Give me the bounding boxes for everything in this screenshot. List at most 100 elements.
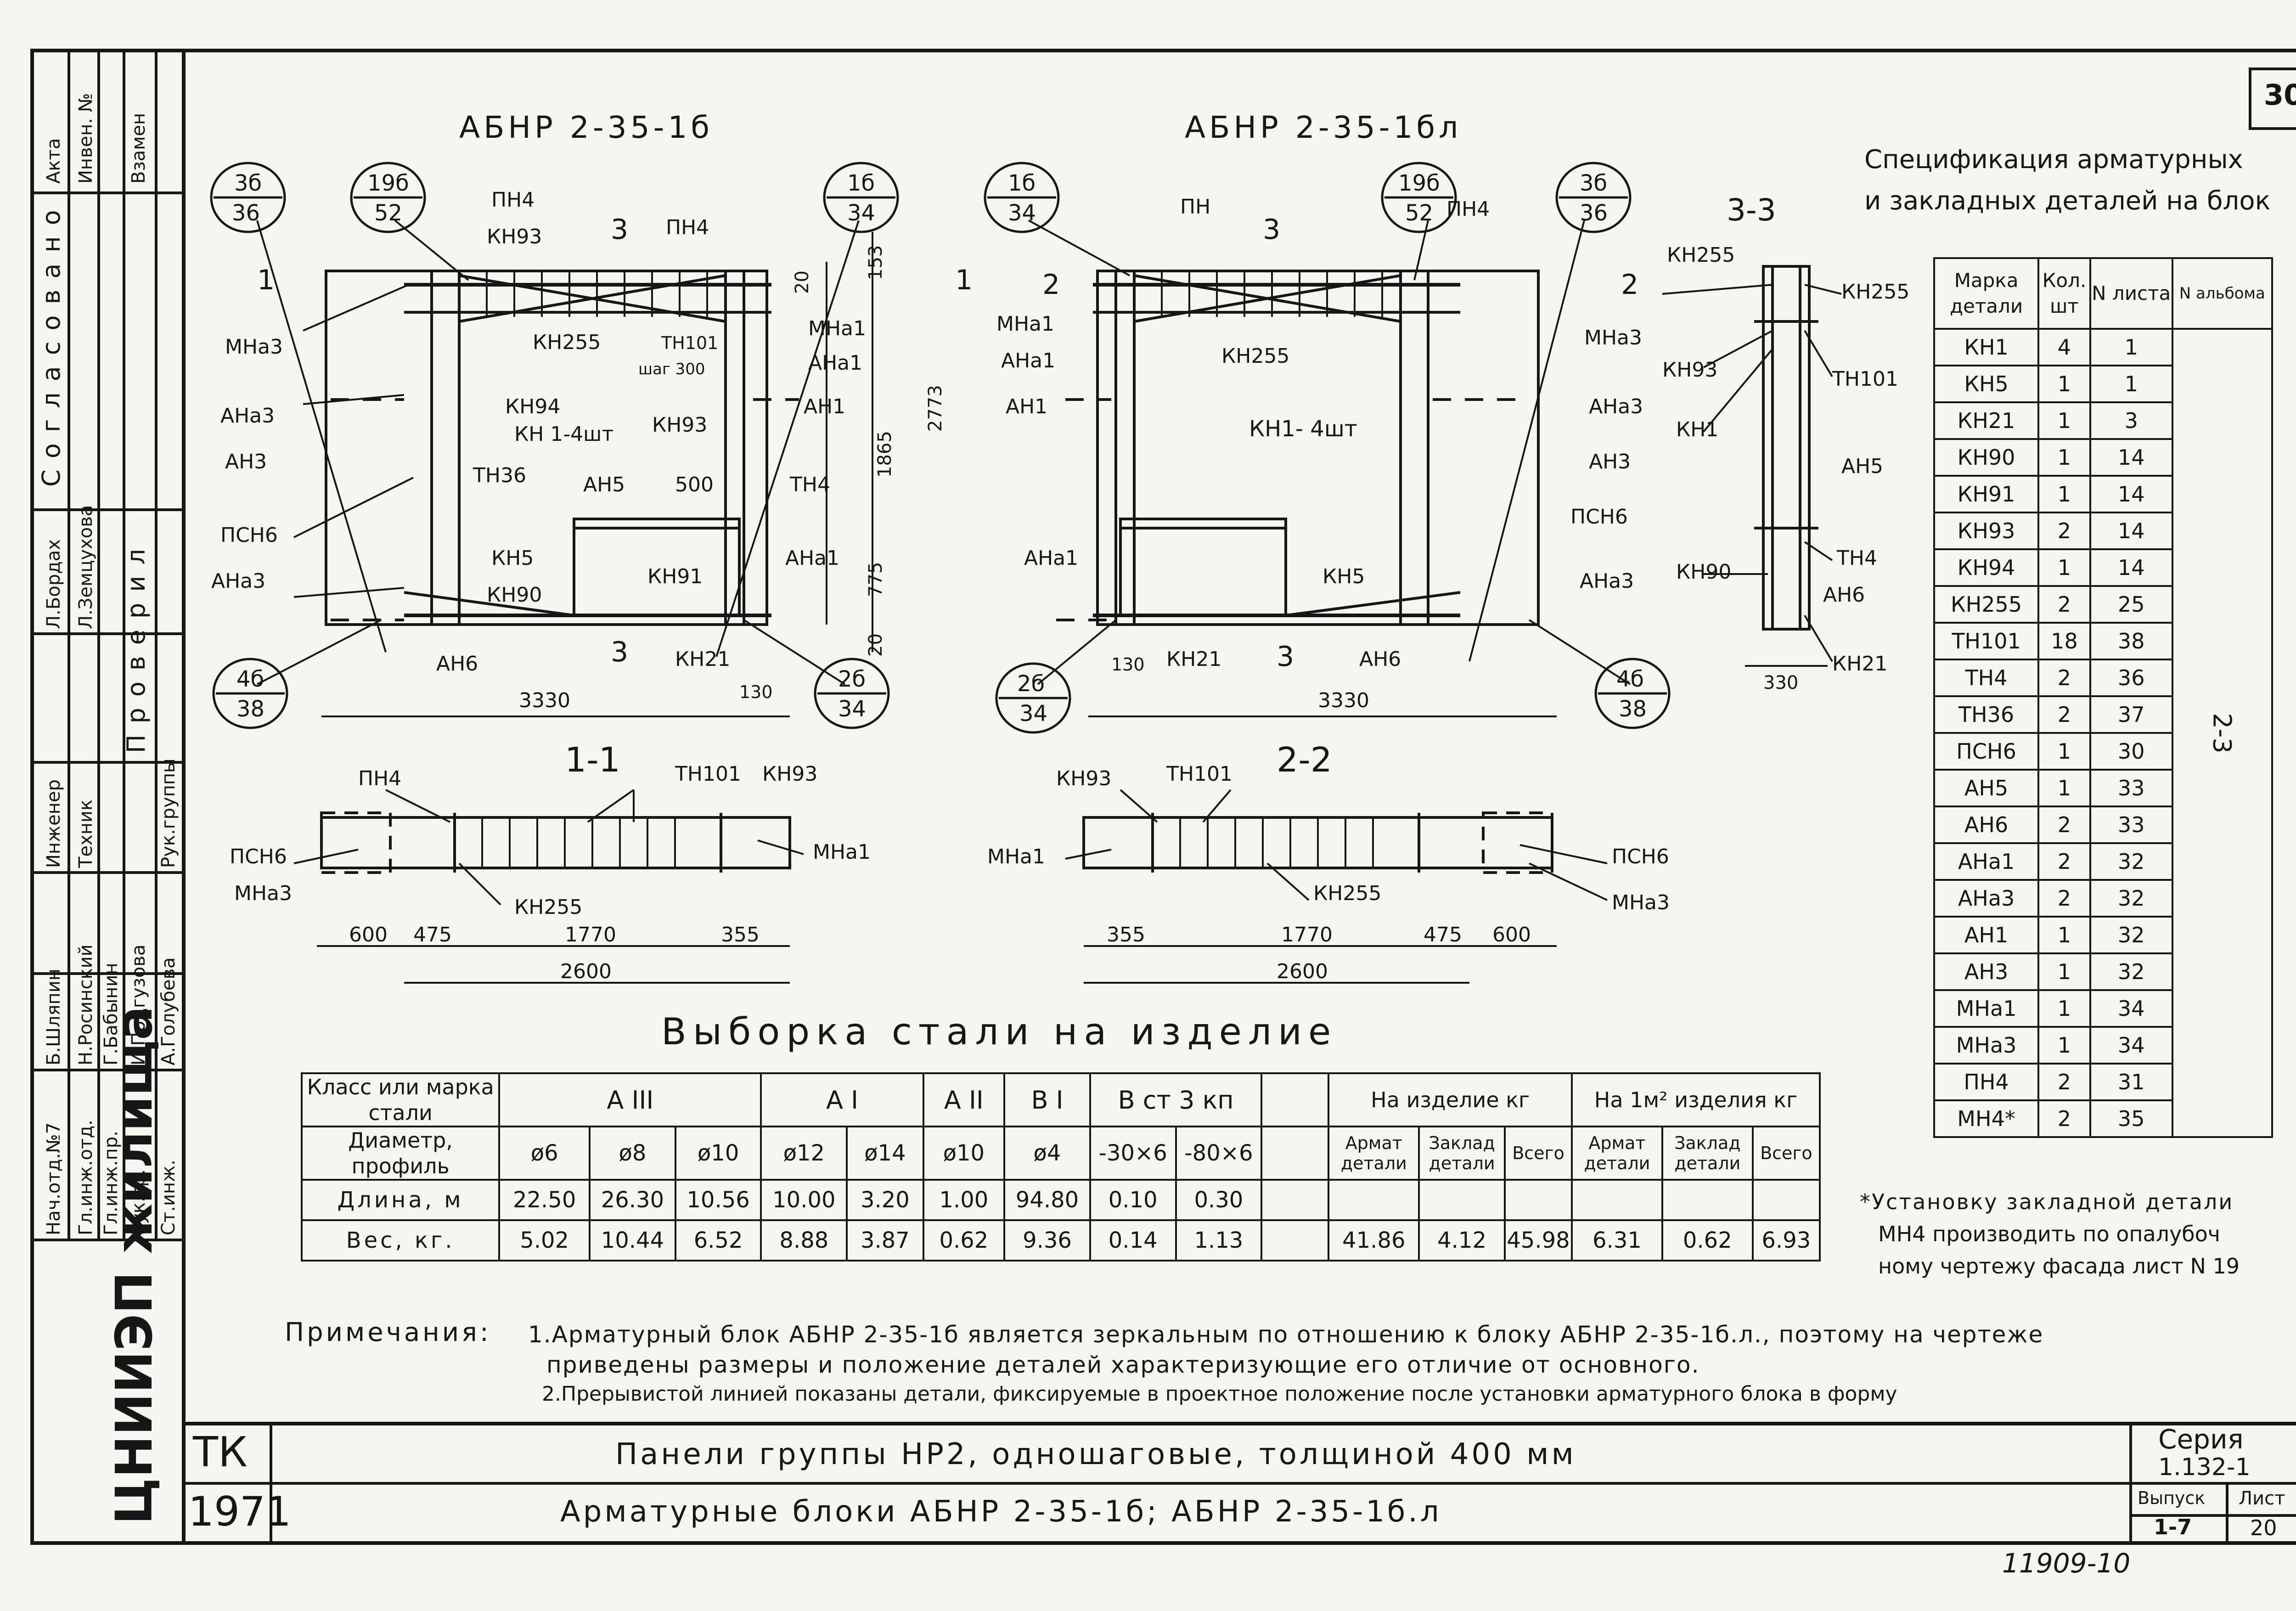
sec2-label-kn93: КН93 [1056,767,1111,790]
left-callout-1b: 1б [847,170,875,196]
right-label-pn: ПН [1180,195,1210,219]
steel-group-a1: А I [760,1072,924,1127]
right-label-130: 130 [1111,654,1145,675]
left-label-tn101: ТН101 [661,333,718,353]
left-section-mark-1: 1 [257,264,275,296]
left-section-mark-3: 3 [611,214,628,246]
table-row: Вес, кг. 5.02 10.44 6.52 8.88 3.87 0.62 … [300,1219,1821,1262]
left-dim-20: 20 [792,270,813,294]
stamp-role-5: Ст.инж. [158,1160,179,1235]
issue-value: 1-7 [2154,1515,2192,1539]
steel-class-label: Класс или марка стали [300,1072,501,1127]
left-dim-1865: 1865 [874,431,895,478]
title-year: 1971 [188,1488,291,1535]
left-callout-4b: 4б [236,666,264,692]
left-label-an1: АН1 [804,395,845,418]
right-label-mna3: МНа3 [1584,326,1642,349]
sec1-label-kn255: КН255 [514,896,582,919]
left-dim-20b: 20 [865,633,886,657]
sec1-label-tn101: ТН101 [675,762,741,786]
series-value: 1.132-1 [2158,1453,2251,1481]
stamp-vzamen: Взамен [128,113,149,184]
left-label-tn36: ТН36 [473,464,526,487]
spec-footnote-1: *Установку закладной детали [1860,1189,2234,1214]
sec2-label-tn101: ТН101 [1166,762,1232,786]
left-label-3330: 3330 [519,689,570,712]
left-dim-2773: 2773 [925,385,946,432]
left-dim-153: 153 [865,245,886,280]
right-label-kn5: КН5 [1322,565,1365,588]
spec-album-cell: 2-3 [2171,328,2273,1138]
stamp-role-1: Нач.отд.№7 [43,1122,64,1235]
stamp-group-head: Рук.группы [158,758,179,868]
sec1-dim-2600: 2600 [560,960,612,983]
right-callout-34: 34 [1008,200,1036,226]
sec2-dim-355: 355 [1107,923,1145,946]
spec-header-qty: Кол. шт [2037,257,2091,330]
left-label-kn90: КН90 [487,583,542,607]
left-label-kn93b: КН93 [652,413,707,437]
stamp-rosinsky: Н.Росинский [75,944,96,1065]
sec3-label-kn1: КН1 [1676,418,1718,441]
sec2-label-mna3: МНа3 [1612,891,1670,914]
steel-length-label: Длина, м [300,1179,501,1221]
doc-code: 11909-10 [2002,1548,2131,1579]
note-1a: 1.Арматурный блок АБНР 2-35-1б является … [528,1321,2044,1348]
spec-header-mark: Марка детали [1933,257,2040,330]
stamp-bordah: Л.Бордах [43,539,64,629]
left-label-kn93: КН93 [487,225,542,248]
right-label-kn255: КН255 [1221,344,1289,368]
left-label-ana3b: АНа3 [211,569,265,593]
left-label-psn6: ПСН6 [220,524,278,547]
stamp-role-3: Гл.инж.пр. [101,1131,122,1235]
left-label-kn1-4: КН 1-4шт [514,422,613,446]
right-callout-1b: 1б [1008,170,1035,196]
stamp-technician: Техник [75,800,96,868]
section-2-title: 2-2 [1277,740,1332,780]
right-callout-52: 52 [1405,200,1433,226]
steel-per-item: На изделие кг [1328,1072,1573,1127]
left-callout-38: 38 [236,696,264,722]
stamp-inven: Инвен. № [75,93,96,184]
left-callout-2b: 2б [838,666,866,692]
right-label-pn4: ПН4 [1446,197,1490,221]
page-number: 30 [2264,78,2296,112]
spec-footnote-2: МН4 производить по опалубоч [1878,1222,2220,1246]
table-row: Диаметр, профиль ø6 ø8 ø10 ø12 ø14 ø10 ø… [300,1126,1821,1181]
sheet-label: Лист [2239,1488,2285,1509]
stamp-podguzova: И.Подгузова [128,945,149,1065]
sec2-label-psn6: ПСН6 [1612,845,1669,868]
left-label-an5: АН5 [583,473,625,496]
spec-footnote-3: ному чертежу фасада лист N 19 [1878,1254,2240,1279]
spec-album-value: 2-3 [2207,712,2237,754]
sec1-label-kn93: КН93 [762,762,817,786]
sec3-label-kn93: КН93 [1662,358,1717,382]
left-label-an6: АН6 [436,652,478,676]
right-label-kn1-4: КН1- 4шт [1249,416,1357,442]
right-label-ana3b: АНа3 [1580,569,1634,593]
sec2-dim-2600: 2600 [1277,960,1328,983]
stamp-babynin: Г.Бабынин [101,963,122,1065]
sec3-label-kn255a: КН255 [1667,243,1735,267]
sec3-label-330: 330 [1763,672,1798,693]
spec-header-album: N альбома [2171,257,2273,330]
stamp-checked: Проверил [122,538,151,753]
right-callout-38: 38 [1619,696,1647,722]
table-row: Класс или марка стали А III А I А II В I… [300,1072,1821,1127]
left-callout-52: 52 [374,200,402,226]
sec1-label-mna3: МНа3 [234,882,292,905]
